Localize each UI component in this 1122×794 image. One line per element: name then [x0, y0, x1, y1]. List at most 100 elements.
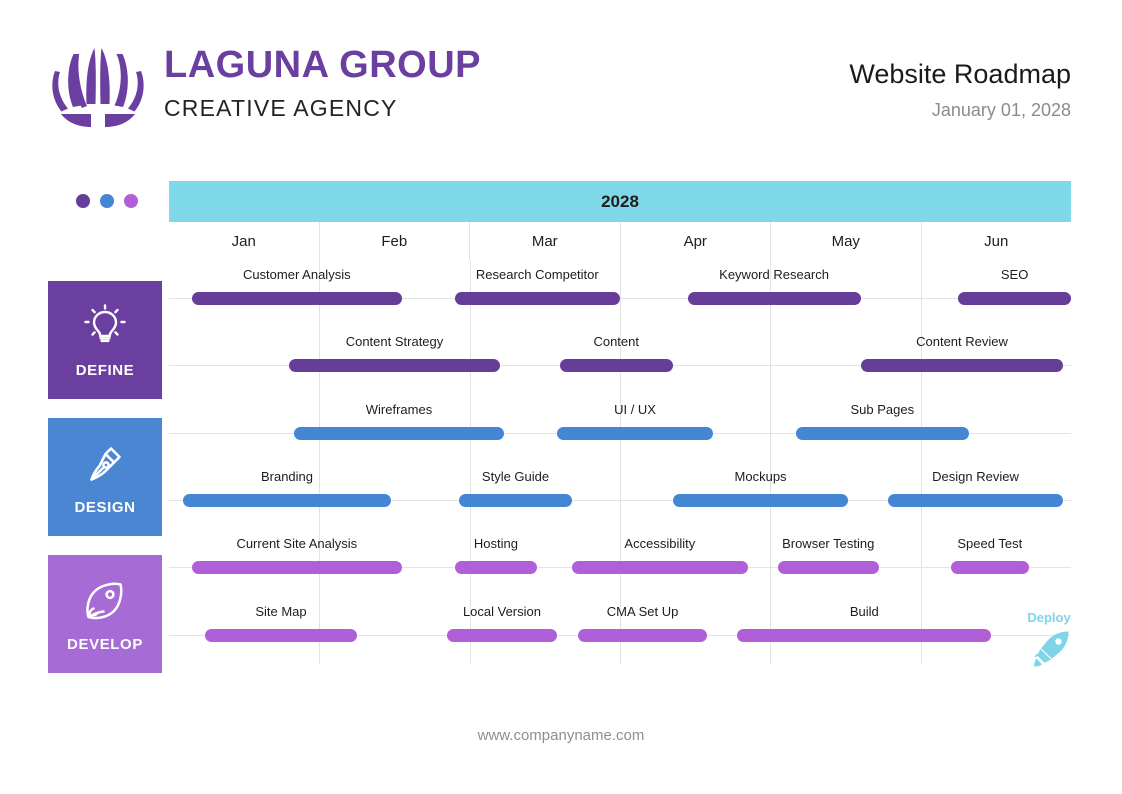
phase-label: DEVELOP	[67, 635, 143, 653]
gantt-task-bar[interactable]	[191, 292, 402, 306]
gantt-task-label: UI / UX	[614, 401, 656, 417]
phase-legend	[76, 194, 138, 208]
phase-block-develop[interactable]: DEVELOP	[48, 555, 162, 673]
gantt-task[interactable]: Site Map	[205, 604, 357, 650]
gantt-task-bar[interactable]	[571, 561, 748, 575]
gantt-task[interactable]: Style Guide	[459, 469, 572, 515]
gantt-task-bar[interactable]	[860, 359, 1064, 373]
brand-tagline: CREATIVE AGENCY	[164, 95, 398, 121]
gantt-task[interactable]: CMA Set Up	[577, 603, 708, 650]
gantt-task-bar[interactable]	[795, 426, 969, 440]
rocket-icon	[1030, 628, 1072, 670]
gantt-task-label: Local Version	[462, 603, 541, 619]
gantt-task[interactable]: Mockups	[672, 469, 849, 515]
phase-label: DEFINE	[75, 361, 135, 379]
deploy-label: Deploy	[1027, 610, 1071, 625]
define-dot-icon	[76, 194, 90, 208]
gantt-task[interactable]: Accessibility	[571, 536, 748, 582]
gantt-task-label: Mockups	[734, 469, 787, 485]
gantt-task-label: Build	[849, 603, 879, 619]
year-label: 2028	[601, 191, 639, 211]
gantt-task-bar[interactable]	[454, 292, 620, 306]
gantt-task-bar[interactable]	[559, 359, 673, 373]
month-cell-may: May	[771, 222, 922, 260]
gantt-task[interactable]: Customer Analysis	[191, 267, 402, 313]
gantt-task[interactable]: Hosting	[454, 536, 538, 582]
gantt-grid: Customer Analysis Research Competitor Keyw…	[169, 260, 1071, 664]
month-cell-mar: Mar	[470, 222, 621, 260]
develop-dot-icon	[124, 194, 138, 208]
gantt-task[interactable]: Content Review	[860, 334, 1064, 380]
gantt-task-bar[interactable]	[958, 292, 1071, 306]
gantt-task[interactable]: Wireframes	[293, 401, 505, 448]
brand-name: LAGUNA GROUP	[164, 44, 482, 86]
grid-vline	[469, 260, 471, 664]
gantt-task-label: Content	[593, 334, 639, 350]
gantt-task[interactable]: UI / UX	[556, 401, 714, 448]
gantt-task[interactable]: Research Competitor	[454, 267, 620, 313]
gantt-task-label: Branding	[260, 469, 314, 485]
page-title: Website Roadmap	[849, 59, 1071, 89]
gantt-task[interactable]: Content	[559, 334, 673, 380]
gantt-task[interactable]: SEO	[958, 267, 1071, 313]
gantt-task[interactable]: Browser Testing	[777, 536, 879, 582]
gantt-task-bar[interactable]	[205, 628, 357, 642]
phase-label: DESIGN	[74, 498, 136, 516]
month-cell-jun: Jun	[984, 232, 1009, 250]
footer-website: www.companyname.com	[477, 727, 645, 744]
gantt-task-bar[interactable]	[556, 426, 714, 440]
gantt-task-label: Design Review	[932, 469, 1019, 485]
gantt-task-label: CMA Set Up	[606, 603, 679, 619]
gantt-task-bar[interactable]	[191, 561, 402, 575]
grid-vline	[319, 260, 321, 664]
gantt-task[interactable]: Branding	[182, 469, 392, 515]
gantt-task-bar[interactable]	[289, 359, 500, 373]
gantt-task-label: Browser Testing	[782, 536, 875, 552]
grid-vline	[770, 260, 772, 664]
gantt-task[interactable]: Content Strategy	[289, 334, 500, 380]
gantt-task-bar[interactable]	[672, 494, 849, 508]
rocket-icon	[81, 576, 129, 624]
gantt-task[interactable]: Build	[737, 603, 992, 650]
lightbulb-icon	[81, 302, 129, 350]
gantt-task-bar[interactable]	[577, 628, 708, 642]
gantt-task-bar[interactable]	[293, 426, 505, 440]
gantt-task-label: SEO	[1000, 267, 1029, 283]
gantt-task-label: Keyword Research	[719, 267, 829, 283]
month-cell-feb: Feb	[320, 222, 470, 260]
gantt-task-bar[interactable]	[182, 494, 392, 508]
gantt-task[interactable]: Keyword Research	[687, 267, 861, 313]
gantt-task-bar[interactable]	[687, 292, 861, 306]
gantt-task-bar[interactable]	[459, 494, 572, 508]
grid-hline	[169, 298, 1071, 300]
gantt-task-bar[interactable]	[737, 628, 992, 642]
gantt-task-bar[interactable]	[454, 561, 538, 575]
phase-block-define[interactable]: DEFINE	[48, 281, 162, 399]
gantt-task-bar[interactable]	[887, 494, 1064, 508]
gantt-task-label: Speed Test	[957, 536, 1023, 552]
gantt-task-label: Current Site Analysis	[236, 536, 358, 552]
gantt-task-bar[interactable]	[777, 561, 879, 575]
gantt-task-label: Content Strategy	[345, 334, 444, 350]
gantt-task-label: Style Guide	[481, 469, 550, 485]
design-dot-icon	[100, 194, 114, 208]
page-date: January 01, 2028	[931, 100, 1071, 120]
pen-nib-icon	[81, 439, 129, 487]
phase-block-design[interactable]: DESIGN	[48, 418, 162, 536]
gantt-task[interactable]: Sub Pages	[795, 401, 969, 448]
page-header: LAGUNA GROUP CREATIVE AGENCY Website Roa…	[0, 0, 1122, 150]
gantt-task[interactable]: Speed Test	[950, 536, 1029, 582]
grid-vline	[920, 260, 922, 664]
gantt-task-label: Content Review	[916, 334, 1008, 350]
gantt-task-bar[interactable]	[950, 561, 1029, 575]
gantt-task[interactable]: Current Site Analysis	[191, 536, 402, 582]
gantt-task-label: Research Competitor	[475, 267, 599, 283]
gantt-task-bar[interactable]	[447, 628, 557, 642]
gantt-task[interactable]: Local Version	[447, 604, 557, 650]
gantt-task-label: Sub Pages	[850, 401, 915, 417]
gantt-task[interactable]: Design Review	[887, 469, 1064, 515]
grid-hline	[169, 500, 1071, 502]
gantt-task-label: Wireframes	[365, 401, 433, 417]
month-cell-apr: Apr	[621, 222, 771, 260]
